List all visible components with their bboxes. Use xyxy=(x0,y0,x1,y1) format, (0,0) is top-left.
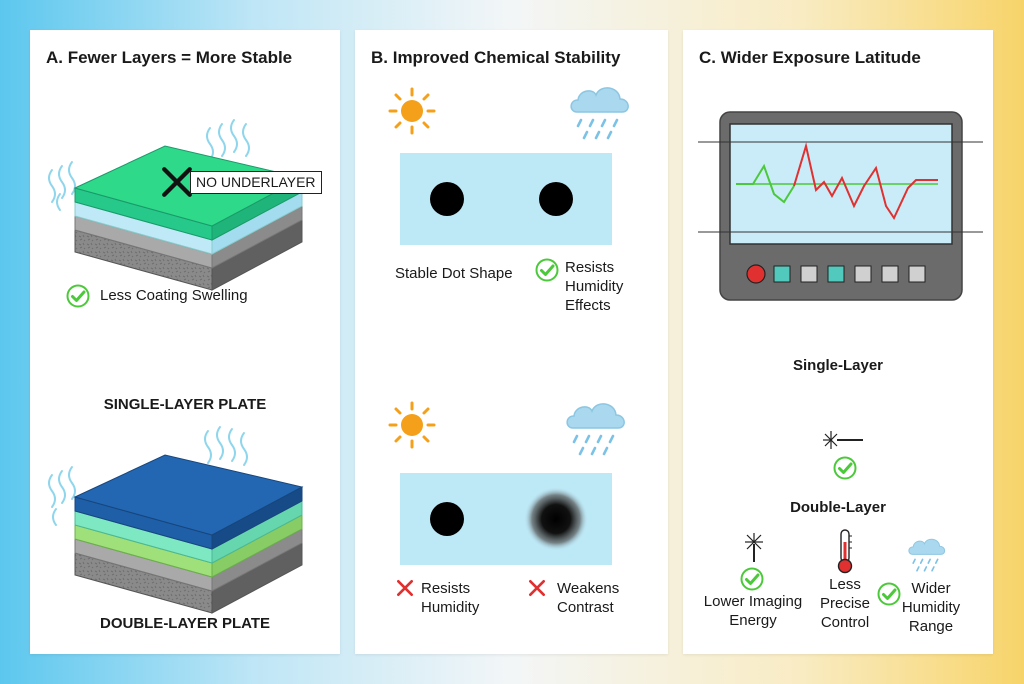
double-layer-plate-label: DOUBLE-LAYER PLATE xyxy=(99,615,270,632)
stable-dot-area xyxy=(400,153,612,245)
check-icon xyxy=(833,456,857,480)
resists-humidity-label: Resists Humidity xyxy=(421,580,480,616)
double-layer-plate-illustration xyxy=(48,426,304,614)
sun-icon xyxy=(387,400,437,450)
panel-exposure-latitude: C. Wider Exposure Latitude Single-Layer … xyxy=(683,30,993,654)
double-layer-label: Double-Layer xyxy=(790,499,886,516)
monitor-illustration xyxy=(698,111,983,301)
dot-left xyxy=(430,502,464,536)
thermometer-icon xyxy=(837,529,853,574)
laser-icon xyxy=(745,533,763,562)
lower-imaging-energy-label: Lower Imaging Energy xyxy=(703,593,803,629)
stable-dot-shape-label: Stable Dot Shape xyxy=(395,265,513,282)
rain-cloud-icon xyxy=(565,78,635,148)
check-icon xyxy=(535,258,559,282)
no-underlayer-callout: NO UNDERLAYER xyxy=(190,171,322,194)
sun-icon xyxy=(387,86,437,136)
less-precise-control-label: Less Precise Control xyxy=(819,576,871,631)
dot-right xyxy=(539,182,573,216)
rain-cloud-icon xyxy=(905,533,949,577)
rain-cloud-icon xyxy=(561,394,631,464)
panel-fewer-layers: A. Fewer Layers = More Stable NO UNDERLA… xyxy=(30,30,340,654)
single-layer-plate-label: SINGLE-LAYER PLATE xyxy=(103,396,267,413)
cross-icon xyxy=(162,167,192,197)
single-layer-label: Single-Layer xyxy=(792,357,884,374)
dot-left xyxy=(430,182,464,216)
cross-icon xyxy=(527,578,547,598)
single-layer-plate-illustration xyxy=(48,119,304,291)
less-coating-swelling-label: Less Coating Swelling xyxy=(100,287,248,304)
panel-b-title: B. Improved Chemical Stability xyxy=(371,48,621,67)
panel-c-title: C. Wider Exposure Latitude xyxy=(699,48,921,67)
laser-icon xyxy=(823,431,863,449)
check-icon xyxy=(66,284,90,308)
panel-chemical-stability: B. Improved Chemical Stability Stable Do… xyxy=(355,30,668,654)
unstable-dot-area xyxy=(400,473,612,565)
weakens-contrast-label: Weakens Contrast xyxy=(557,580,620,616)
panel-a-title: A. Fewer Layers = More Stable xyxy=(46,48,293,67)
check-icon xyxy=(740,567,764,591)
blurred-dot xyxy=(524,487,588,551)
cross-icon xyxy=(395,578,415,598)
wider-humidity-range-label: Wider Humidity Range xyxy=(901,580,961,635)
resists-humidity-effects-label: Resists Humidity Effects xyxy=(565,259,624,314)
